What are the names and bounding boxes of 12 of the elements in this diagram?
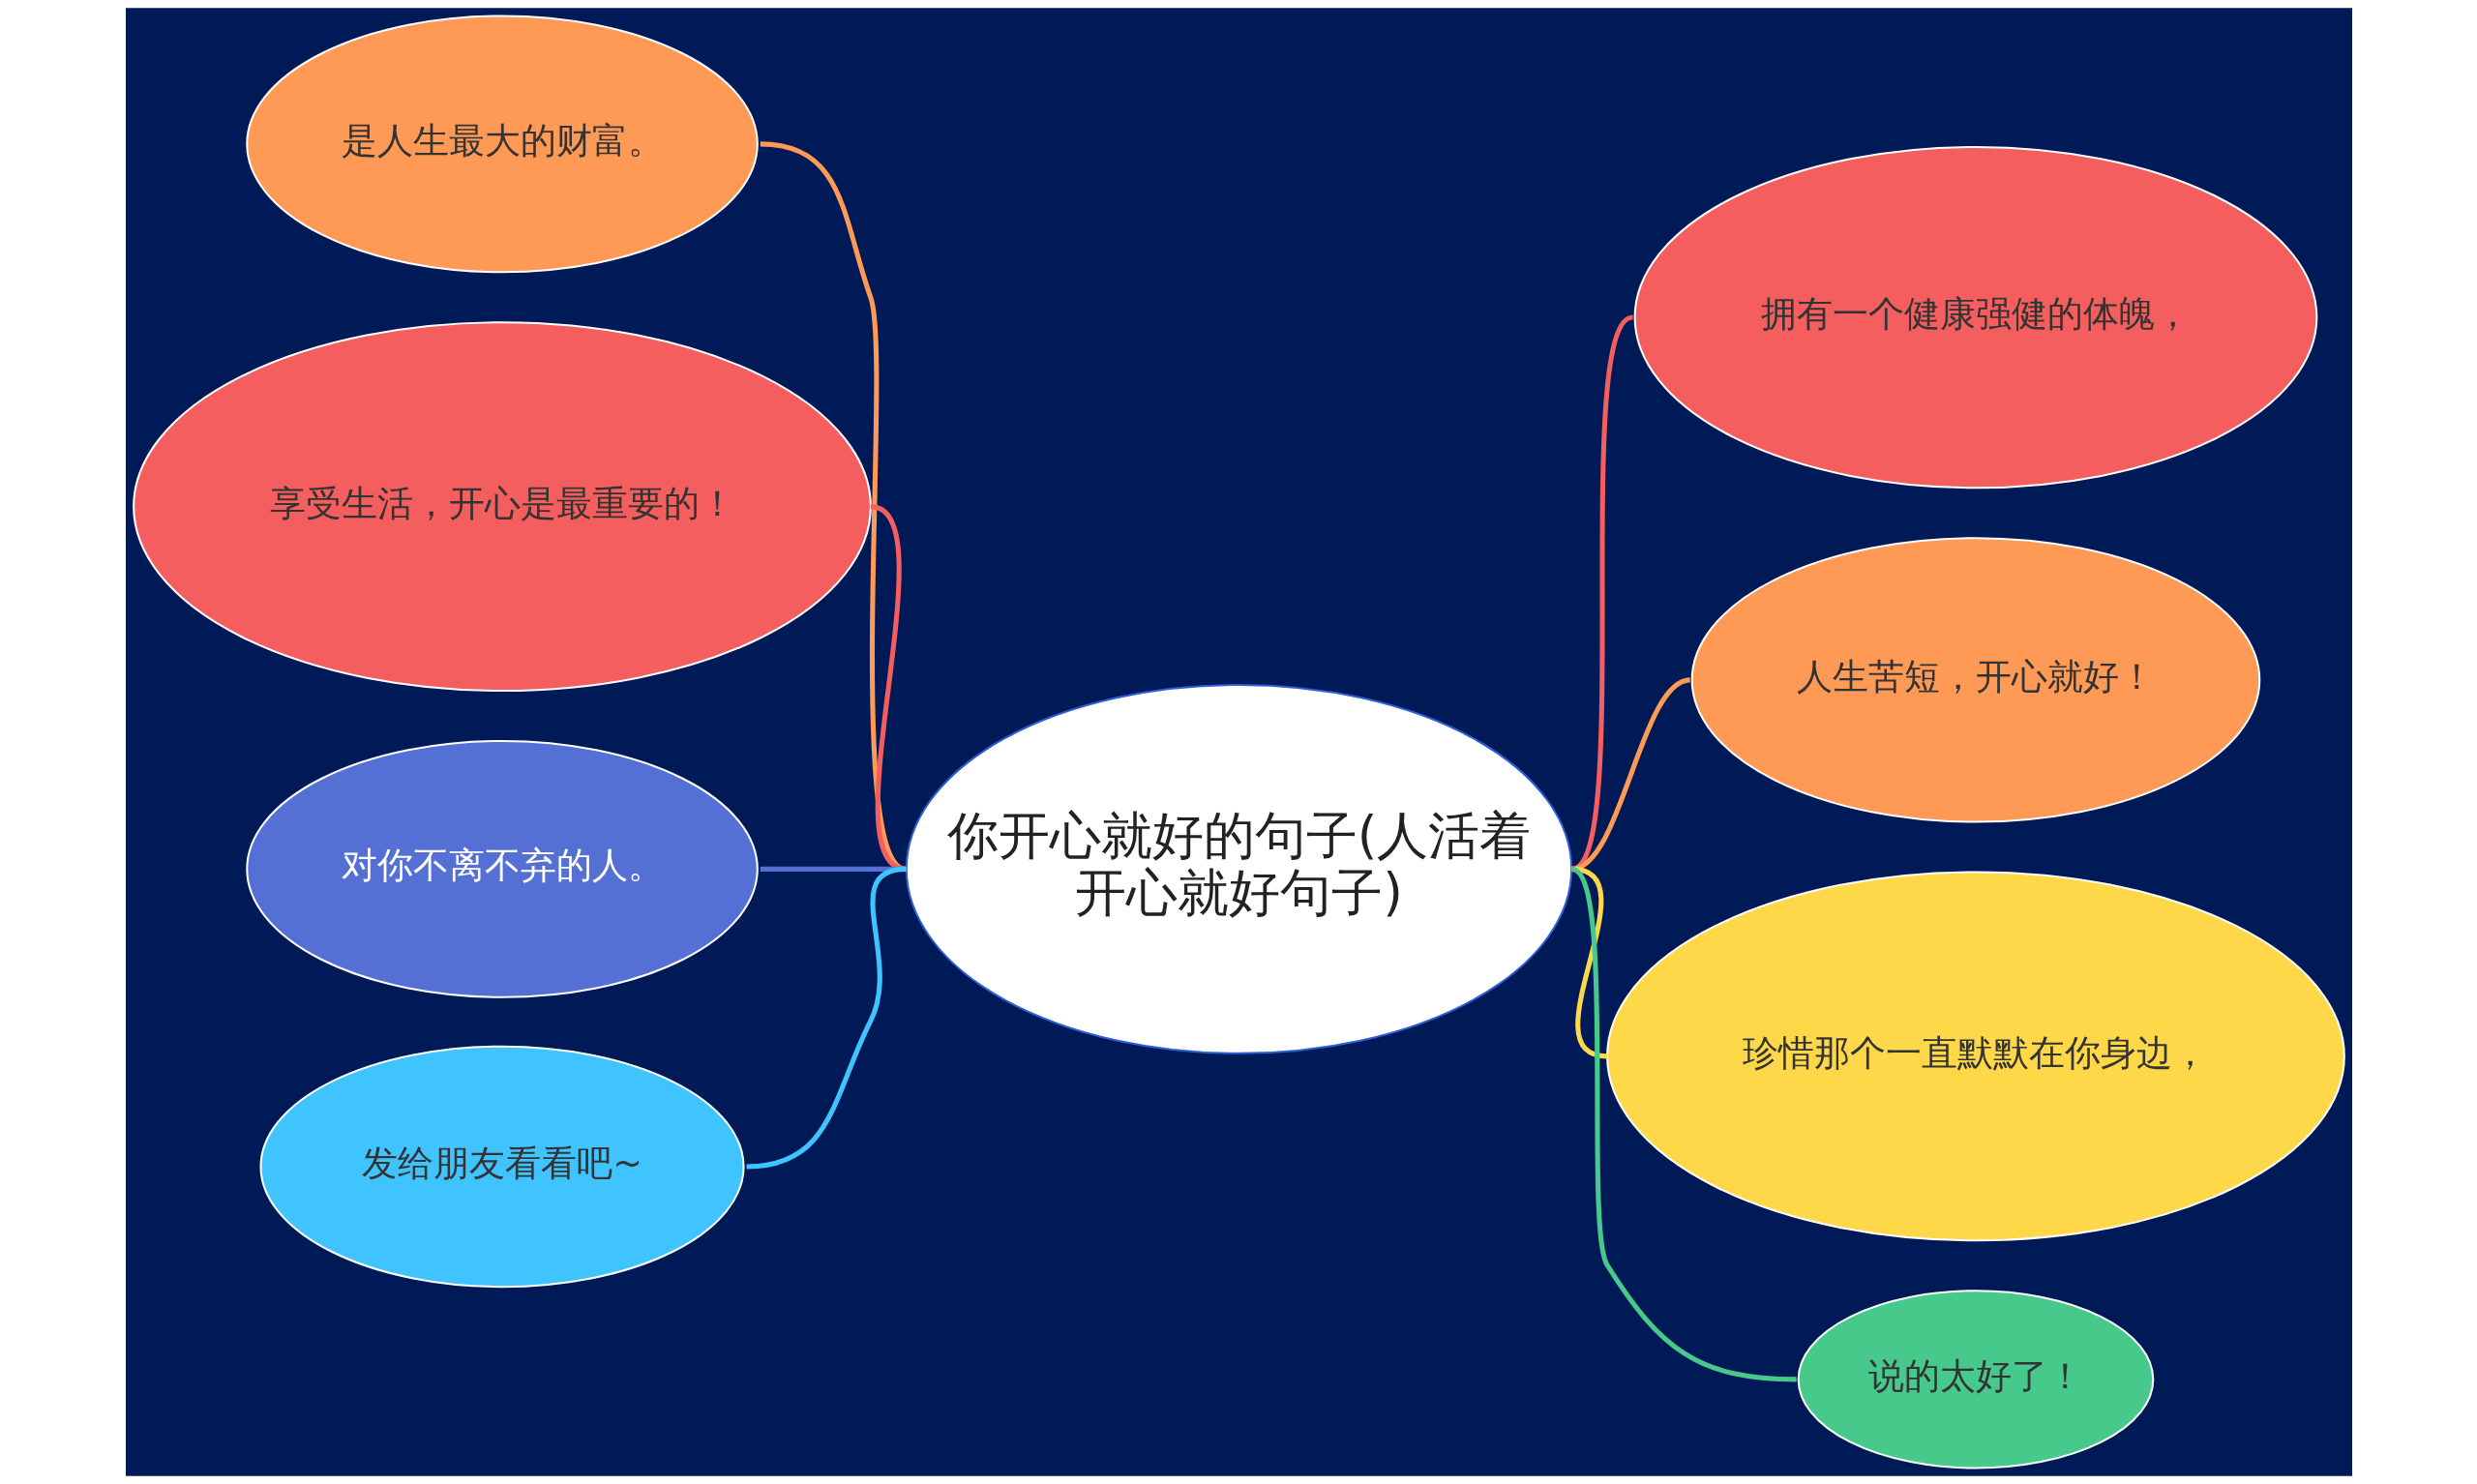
node-ellipse: 对你不离不弃的人。	[245, 739, 759, 998]
connector	[760, 141, 908, 872]
node-ellipse: 是人生最大的财富。	[245, 15, 759, 274]
node-ellipse: 发给朋友看看吧~	[259, 1045, 745, 1289]
node-ellipse: 你开心就好的句子(人活着开心就好句子)	[905, 683, 1572, 1054]
node-ellipse: 享受生活，开心是最重要的！	[132, 321, 872, 693]
node-ellipse: 珍惜那个一直默默在你身边，	[1605, 871, 2345, 1242]
node-ellipse: 拥有一个健康强健的体魄，	[1633, 145, 2317, 490]
connector	[745, 866, 907, 1170]
node-ellipse: 人生苦短，开心就好！	[1690, 537, 2260, 823]
node-ellipse: 说的太好了！	[1797, 1290, 2154, 1469]
connector	[1569, 867, 1797, 1382]
